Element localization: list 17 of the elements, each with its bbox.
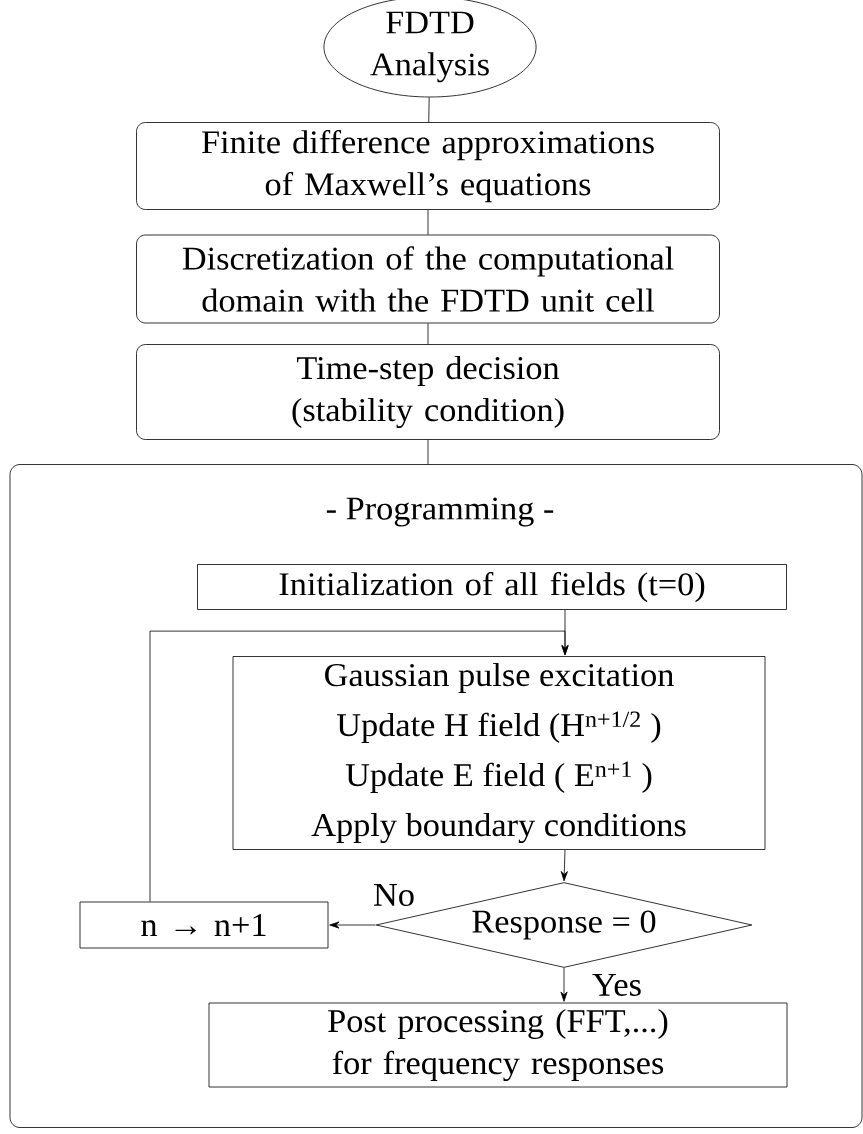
arrow bbox=[149, 630, 569, 902]
process-box: Gaussian pulse excitation Update H field (H$^{n+1/2}$ ) Update E field ( E$^{n+1}$ ) Apply boundary conditions bbox=[232, 656, 766, 850]
arrow bbox=[329, 921, 376, 929]
edge-label: No bbox=[372, 883, 416, 907]
arrow bbox=[560, 849, 568, 882]
arrow bbox=[560, 967, 568, 1002]
process-box: n → n+1 bbox=[79, 901, 329, 949]
edge-label: Yes bbox=[591, 973, 643, 997]
connector-line bbox=[427, 209, 429, 235]
process-box: Initialization of all fields (t=0) bbox=[197, 564, 787, 610]
connector-line bbox=[428, 97, 430, 123]
connector-line bbox=[427, 439, 429, 465]
process-box: Finite difference approximations of Maxwell’s equations bbox=[136, 122, 720, 210]
process-box: Time-step decision (stability condition) bbox=[136, 344, 720, 440]
connector-line bbox=[427, 323, 429, 345]
process-box: Discretization of the computational domain with the FDTD unit cell bbox=[136, 234, 720, 324]
process-box: Post processing (FFT,...) for frequency responses bbox=[208, 1002, 788, 1088]
